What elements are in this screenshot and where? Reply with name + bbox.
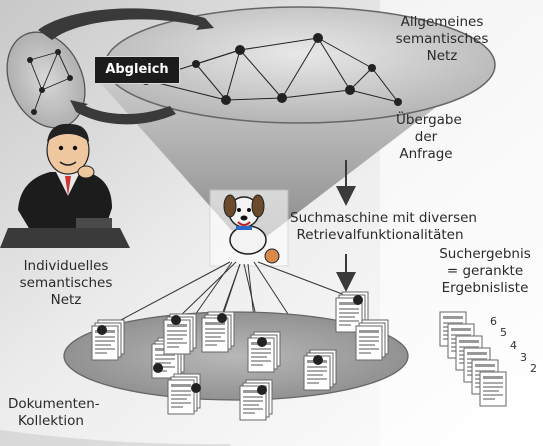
individual-net-edges xyxy=(29,51,71,113)
abgleich-arrow-top xyxy=(38,8,205,40)
svg-text:5: 5 xyxy=(500,326,507,339)
svg-text:4: 4 xyxy=(510,339,517,352)
search-engine-label: Suchmaschine mit diversen Retrievalfunkt… xyxy=(290,210,477,243)
result-label: Suchergebnis = gerankte Ergebnisliste xyxy=(439,246,531,296)
document-nodes xyxy=(97,295,363,395)
svg-text:2: 2 xyxy=(530,362,537,375)
abgleich-arrow-bottom xyxy=(76,104,176,125)
general-net-label: Allgemeines semantisches Netz xyxy=(395,14,489,64)
handover-label: Übergabe der Anfrage xyxy=(396,112,462,162)
collection-label: Dokumenten- Kollektion xyxy=(8,396,100,429)
person-icon xyxy=(0,123,130,248)
rank-numbers: 6 5 4 3 2 xyxy=(490,315,537,375)
individual-net-label: Individuelles semantisches Netz xyxy=(19,258,113,308)
svg-text:6: 6 xyxy=(490,315,497,328)
dog-icon xyxy=(223,194,280,264)
svg-text:3: 3 xyxy=(520,351,527,364)
individual-net-nodes xyxy=(27,49,73,115)
abgleich-label: Abgleich xyxy=(94,56,180,84)
